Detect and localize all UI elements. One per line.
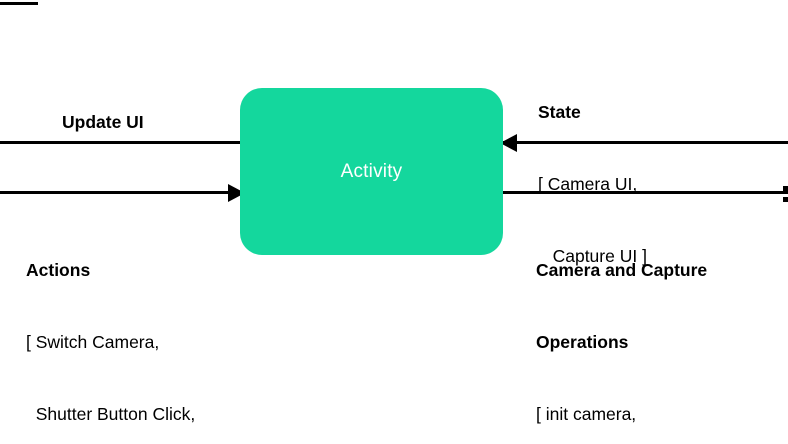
top-left-bar-artifact <box>0 2 38 5</box>
edge-line-actions <box>0 191 230 194</box>
activity-node-label: Activity <box>340 160 403 182</box>
arrow-left-icon-state <box>500 134 517 152</box>
operations-item: [ init camera, <box>536 404 637 424</box>
arrow-fragment-bottom-icon <box>783 197 788 202</box>
actions-item: [ Switch Camera, <box>26 332 160 352</box>
edge-line-state <box>503 141 788 144</box>
activity-node[interactable]: Activity <box>240 88 503 255</box>
edge-label-actions: Actions [ Switch Camera, Shutter Button … <box>26 210 238 444</box>
arrow-fragment-top-icon <box>783 186 788 191</box>
edge-label-update-ui: Update UI <box>62 112 144 132</box>
actions-header: Actions <box>26 260 91 280</box>
state-item: Capture UI ] <box>538 246 647 266</box>
state-item: [ Camera UI, <box>538 174 638 194</box>
operations-header-line2: Operations <box>536 332 629 352</box>
edge-line-update-ui <box>0 141 245 144</box>
edge-label-state: State [ Camera UI, Capture UI ] <box>538 52 647 316</box>
edge-line-operations <box>503 191 788 194</box>
actions-item: Shutter Button Click, <box>26 404 196 424</box>
state-header: State <box>538 102 581 122</box>
operations-header-line1: Camera and Capture <box>536 260 708 280</box>
edge-label-operations: Camera and Capture Operations [ init cam… <box>536 210 707 444</box>
